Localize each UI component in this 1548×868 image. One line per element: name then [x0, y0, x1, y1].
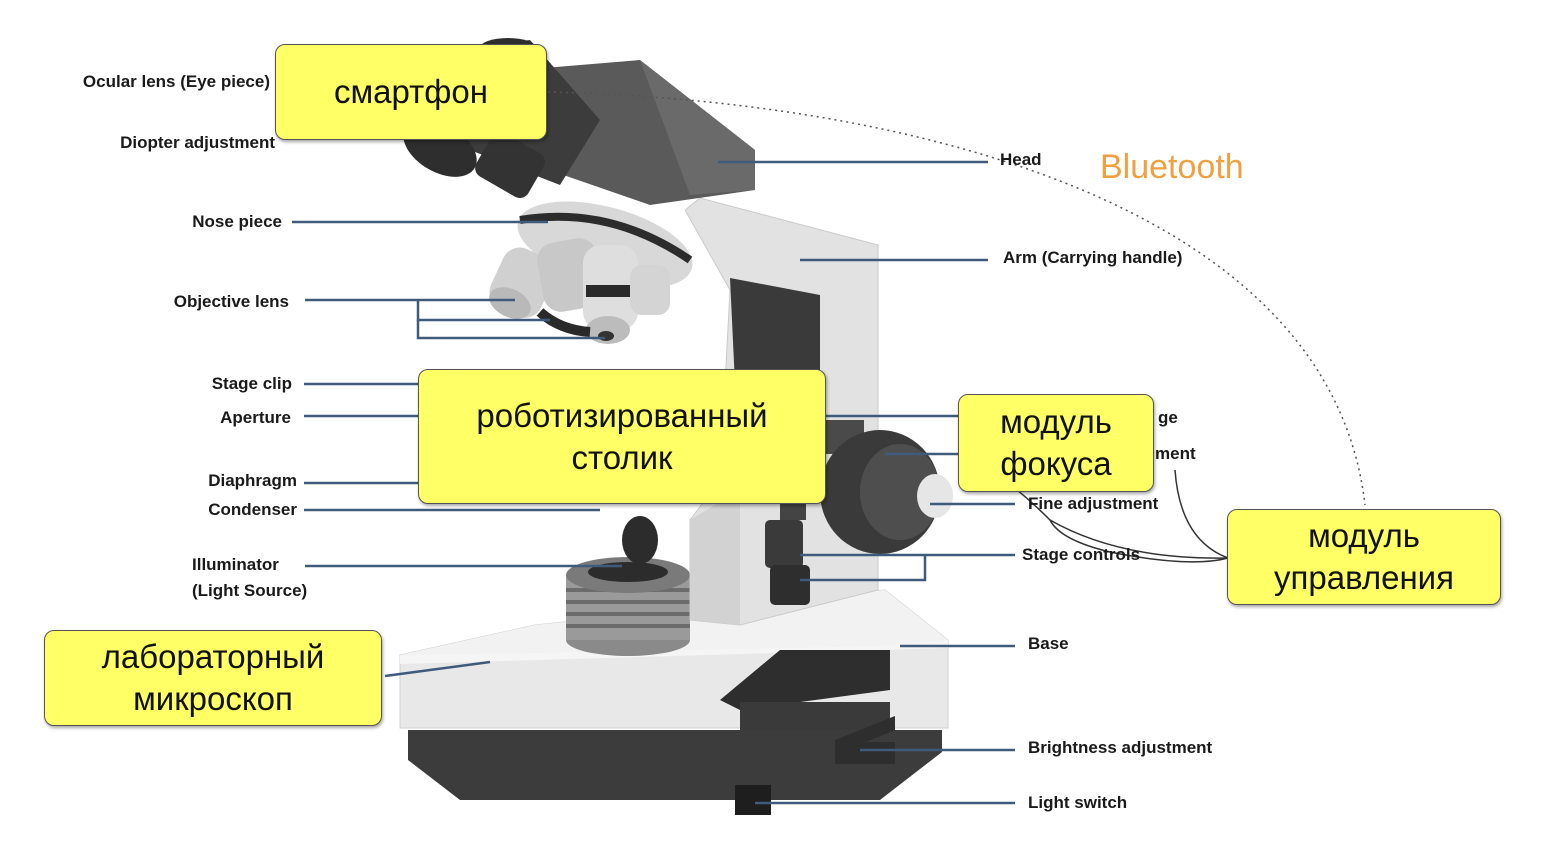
leader-lines-right	[718, 160, 1015, 805]
callout-robotic-stage-line1: роботизированный	[476, 396, 768, 434]
label-objective-lens: Objective lens	[173, 292, 289, 311]
label-base: Base	[1028, 634, 1069, 653]
callout-focus-module-line2: фокуса	[1000, 445, 1112, 482]
label-nose-piece: Nose piece	[192, 212, 282, 231]
label-diopter-adjustment: Diopter adjustment	[120, 133, 275, 152]
stage-controls	[622, 490, 810, 605]
focus-knobs	[820, 420, 953, 554]
callout-lab-microscope: лабораторный микроскоп	[44, 630, 382, 726]
callout-control-module: модуль управления	[1227, 509, 1501, 605]
callout-smartphone-text: смартфон	[333, 73, 488, 110]
label-light-source: (Light Source)	[192, 581, 308, 600]
callout-smartphone: смартфон	[275, 44, 547, 140]
label-illuminator: Illuminator	[192, 555, 279, 574]
label-coarse-adjustment-partial: ment	[1155, 444, 1196, 463]
callout-control-module-line1: модуль	[1308, 517, 1420, 554]
label-aperture: Aperture	[220, 408, 291, 427]
callout-robotic-stage-line2: столик	[571, 438, 673, 476]
callout-focus-module-line1: модуль	[1000, 403, 1112, 440]
callout-focus-module: модуль фокуса	[958, 394, 1154, 492]
microscope-head	[403, 38, 755, 205]
callout-lab-microscope-line1: лабораторный	[101, 638, 325, 675]
illuminator	[566, 557, 690, 656]
callout-lab-microscope-line2: микроскоп	[133, 680, 293, 717]
label-diaphragm: Diaphragm	[208, 471, 297, 490]
label-condenser: Condenser	[208, 500, 297, 519]
label-stage-partial: ge	[1158, 408, 1178, 427]
label-stage-controls: Stage controls	[1022, 545, 1141, 564]
label-stage-clip: Stage clip	[211, 374, 292, 393]
label-ocular-lens: Ocular lens (Eye piece)	[82, 72, 270, 91]
leader-lines-left	[292, 220, 622, 678]
label-fine-adjustment: Fine adjustment	[1028, 494, 1159, 513]
callout-robotic-stage: роботизированный столик	[418, 369, 826, 504]
label-brightness-adjustment: Brightness adjustment	[1028, 738, 1213, 757]
label-head: Head	[1000, 150, 1042, 169]
label-arm: Arm (Carrying handle)	[1003, 248, 1183, 267]
bluetooth-label: Bluetooth	[1100, 148, 1244, 186]
label-light-switch: Light switch	[1028, 793, 1128, 812]
callout-control-module-line2: управления	[1274, 559, 1454, 596]
